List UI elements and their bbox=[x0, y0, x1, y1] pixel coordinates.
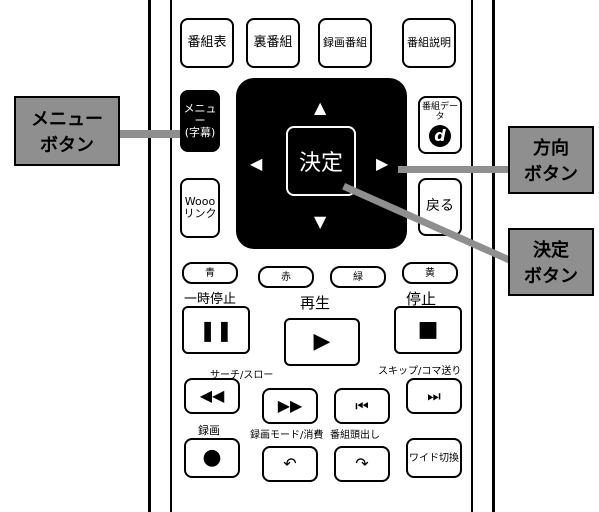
yellow-label: 黄 bbox=[425, 267, 435, 279]
stop-icon: ■ bbox=[417, 316, 439, 342]
enter-callout-line1: 決定 bbox=[533, 240, 569, 261]
direction-callout: 方向 ボタン bbox=[508, 126, 594, 194]
auto-jump-label: 番組頭出し bbox=[330, 430, 380, 441]
red-label: 赤 bbox=[281, 271, 291, 283]
play-label: 再生 bbox=[300, 294, 331, 312]
data-button[interactable]: 番組データ d bbox=[418, 96, 462, 154]
yellow-button[interactable]: 黄 bbox=[402, 262, 458, 284]
play-button[interactable]: ▶ bbox=[284, 318, 360, 366]
d-icon: d bbox=[429, 124, 451, 147]
green-button[interactable]: 緑 bbox=[330, 266, 386, 288]
direction-callout-line1: 方向 bbox=[533, 138, 569, 159]
red-button[interactable]: 赤 bbox=[258, 266, 314, 288]
replay-button[interactable]: ↶ bbox=[262, 446, 318, 482]
wooo-link-button[interactable]: Wooo リンク bbox=[180, 178, 220, 238]
ura-program-label: 裏番組 bbox=[253, 34, 293, 50]
ura-program-button[interactable]: 裏番組 bbox=[246, 18, 300, 68]
replay-icon: ↶ bbox=[283, 454, 297, 474]
enter-callout: 決定 ボタン bbox=[508, 228, 594, 296]
rec-mode-label: 録画モード/消費 bbox=[250, 430, 324, 441]
direction-pad[interactable]: ▲ ▼ ◀ ▶ bbox=[236, 78, 407, 249]
green-label: 緑 bbox=[353, 271, 363, 283]
recorded-programs-button[interactable]: 録画番組 bbox=[318, 18, 372, 68]
jump-ahead-button[interactable]: ↷ bbox=[334, 446, 390, 482]
pause-button[interactable]: ❚❚ bbox=[182, 306, 250, 354]
epg-label: 番組表 bbox=[187, 34, 227, 50]
enter-label: 決定 bbox=[298, 151, 343, 176]
menu-callout-line bbox=[118, 130, 180, 138]
fast-forward-icon: ▶▶ bbox=[277, 396, 303, 416]
remote-body-inner bbox=[170, 0, 473, 512]
recorded-programs-label: 録画番組 bbox=[323, 35, 367, 49]
record-label: 録画 bbox=[198, 424, 220, 437]
rewind-button[interactable]: ◀◀ bbox=[184, 378, 240, 414]
wooo-label-line1: Wooo bbox=[184, 194, 216, 208]
stop-label: 停止 bbox=[406, 290, 437, 308]
skip-forward-icon: ⏭ bbox=[427, 386, 441, 405]
record-button[interactable]: ● bbox=[184, 438, 240, 478]
epg-button[interactable]: 番組表 bbox=[180, 18, 234, 68]
wide-switch-label: ワイド切換 bbox=[409, 452, 459, 464]
menu-callout-line1: メニュー bbox=[31, 109, 103, 130]
menu-callout-line2: ボタン bbox=[40, 135, 94, 156]
wide-switch-button[interactable]: ワイド切換 bbox=[406, 438, 462, 478]
direction-callout-line bbox=[398, 166, 514, 173]
wooo-label-line2: リンク bbox=[183, 207, 217, 220]
fast-forward-button[interactable]: ▶▶ bbox=[262, 388, 318, 424]
jump-ahead-icon: ↷ bbox=[355, 454, 369, 474]
program-info-button[interactable]: 番組説明 bbox=[402, 18, 456, 68]
program-info-label: 番組説明 bbox=[407, 35, 451, 49]
enter-callout-line2: ボタン bbox=[524, 266, 578, 287]
pause-icon: ❚❚ bbox=[199, 318, 233, 342]
up-arrow-icon[interactable]: ▲ bbox=[314, 98, 327, 117]
record-icon: ● bbox=[202, 444, 222, 470]
skip-back-icon: ⏮ bbox=[355, 396, 369, 415]
menu-callout: メニュー ボタン bbox=[14, 96, 120, 166]
skip-back-button[interactable]: ⏮ bbox=[334, 388, 390, 424]
skip-frame-label: スキップ/コマ送り bbox=[378, 366, 462, 377]
stop-button[interactable]: ■ bbox=[394, 306, 462, 354]
skip-forward-button[interactable]: ⏭ bbox=[406, 378, 462, 414]
rewind-icon: ◀◀ bbox=[199, 386, 225, 406]
menu-label-line1: メニュー bbox=[183, 101, 217, 127]
blue-button[interactable]: 青 bbox=[182, 262, 238, 284]
direction-callout-line2: ボタン bbox=[524, 164, 578, 185]
right-arrow-icon[interactable]: ▶ bbox=[376, 154, 389, 173]
left-arrow-icon[interactable]: ◀ bbox=[250, 154, 263, 173]
search-slow-label: サーチ/スロー bbox=[210, 370, 274, 381]
blue-label: 青 bbox=[205, 267, 215, 279]
pause-label: 一時停止 bbox=[184, 292, 237, 307]
down-arrow-icon[interactable]: ▼ bbox=[314, 212, 327, 231]
play-icon: ▶ bbox=[313, 328, 331, 354]
menu-button[interactable]: メニュー (字幕) bbox=[180, 90, 220, 152]
data-label: 番組データ bbox=[421, 102, 458, 122]
menu-label-line2: (字幕) bbox=[184, 126, 216, 140]
back-label: 戻る bbox=[426, 198, 454, 215]
